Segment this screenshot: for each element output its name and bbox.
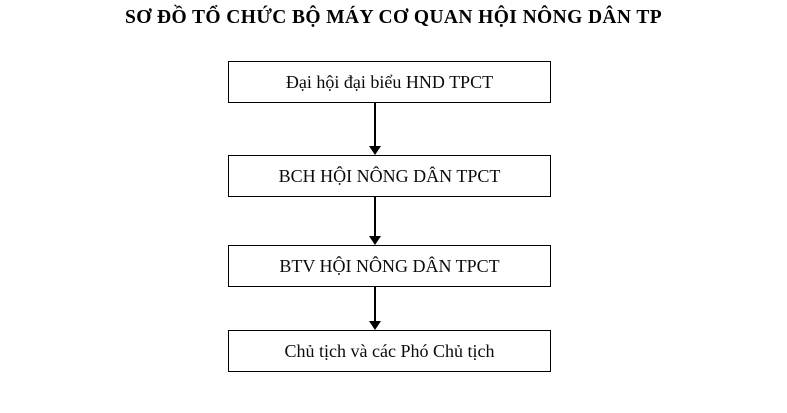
arrow-head <box>369 236 381 245</box>
arrow-down-icon-2 <box>367 197 383 245</box>
org-node-label: BTV HỘI NÔNG DÂN TPCT <box>279 256 500 276</box>
org-node-label: Đại hội đại biểu HND TPCT <box>285 72 494 92</box>
org-node-label: BCH HỘI NÔNG DÂN TPCT <box>278 166 501 186</box>
arrow-shaft <box>374 197 376 236</box>
page-title: SƠ ĐỒ TỔ CHỨC BỘ MÁY CƠ QUAN HỘI NÔNG DÂ… <box>124 7 663 28</box>
org-node-btv-hoi-nong-dan[interactable]: BTV HỘI NÔNG DÂN TPCT <box>228 245 551 287</box>
org-node-bch-hoi-nong-dan[interactable]: BCH HỘI NÔNG DÂN TPCT <box>228 155 551 197</box>
arrow-head <box>369 146 381 155</box>
arrow-down-icon-1 <box>367 103 383 155</box>
arrow-shaft <box>374 103 376 146</box>
org-node-dai-hoi-dai-bieu[interactable]: Đại hội đại biểu HND TPCT <box>228 61 551 103</box>
org-node-label: Chủ tịch và các Phó Chủ tịch <box>284 341 495 361</box>
arrow-down-icon-3 <box>367 287 383 330</box>
org-node-chu-tich-va-pho-chu-tich[interactable]: Chủ tịch và các Phó Chủ tịch <box>228 330 551 372</box>
arrow-head <box>369 321 381 330</box>
arrow-shaft <box>374 287 376 321</box>
